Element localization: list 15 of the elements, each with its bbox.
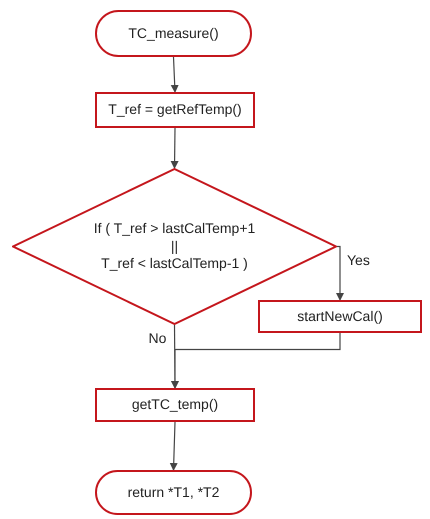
process-box: getTC_temp() bbox=[95, 388, 255, 422]
condition-text: If ( T_ref > lastCalTemp+1 bbox=[94, 220, 256, 238]
arrow bbox=[170, 128, 179, 169]
process-box: T_ref = getRefTemp() bbox=[95, 92, 255, 128]
process-box: startNewCal() bbox=[258, 300, 422, 333]
edge-label: No bbox=[148, 331, 168, 345]
arrow bbox=[170, 422, 178, 471]
edge-label: Yes bbox=[346, 252, 371, 266]
terminal-node: return *T1, *T2 bbox=[95, 470, 252, 515]
condition-text: T_ref < lastCalTemp-1 ) bbox=[101, 255, 248, 273]
arrow bbox=[171, 333, 341, 389]
arrow bbox=[170, 56, 179, 93]
condition-text: || bbox=[170, 238, 178, 256]
terminal-node: TC_measure() bbox=[95, 10, 252, 57]
arrow bbox=[336, 246, 344, 301]
